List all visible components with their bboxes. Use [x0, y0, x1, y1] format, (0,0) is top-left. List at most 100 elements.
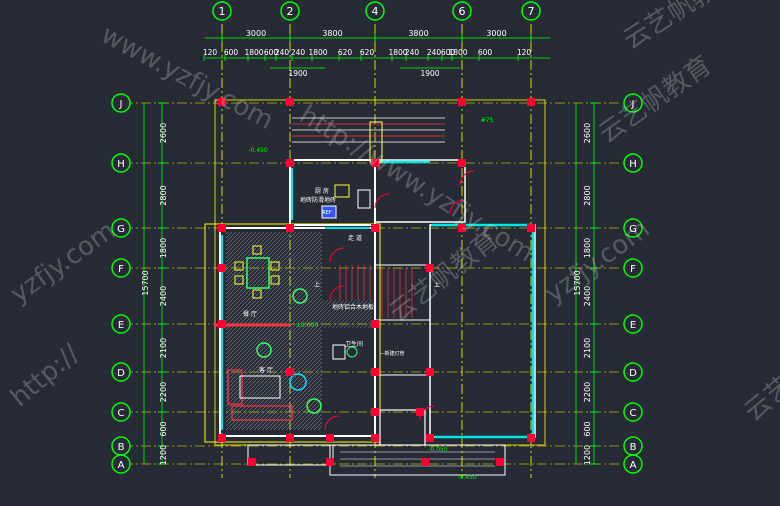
axis-label-right-H: H [629, 159, 637, 170]
label-stair-up: 上 [314, 281, 320, 289]
dim-row2-label-8: 620 [360, 48, 375, 57]
column-9 [218, 320, 226, 328]
axis-label-left-F: F [118, 264, 124, 275]
axis-label-left-C: C [118, 408, 125, 419]
dim-row2-label-1: 600 [224, 48, 239, 57]
column-24 [248, 458, 256, 466]
axis-label-right-E: E [630, 320, 636, 331]
label-corridor: 走 道 [348, 234, 362, 242]
dim-row2-label-4: 240 [275, 48, 290, 57]
dim-row2-label-3: 600 [264, 48, 279, 57]
axis-bubble-right-A [623, 454, 643, 474]
porch-left [247, 444, 334, 466]
door-swing-2 [449, 199, 465, 215]
axis-label-top-2: 2 [287, 5, 294, 18]
level-tag: #75 [481, 117, 494, 124]
level-bottom: -0.450 [457, 474, 477, 481]
axis-bubble-right-J [623, 93, 643, 113]
axis-label-right-F: F [630, 264, 636, 275]
dim-row2-label-5: 240 [291, 48, 306, 57]
column-18 [371, 408, 379, 416]
dim-row2-label-7: 620 [338, 48, 353, 57]
axis-label-left-D: D [117, 368, 125, 379]
dining-chair-3 [270, 275, 280, 285]
axis-bubble-left-F [111, 258, 131, 278]
column-1 [286, 159, 294, 167]
right-upper-room [374, 159, 466, 223]
plant-2 [256, 342, 272, 358]
column-27 [496, 458, 504, 466]
column-4 [218, 264, 226, 272]
sofa-left [227, 369, 243, 405]
axis-label-right-J: J [631, 99, 635, 110]
axis-bubble-right-E [623, 314, 643, 334]
dim-side-label-7: 1200 [159, 445, 168, 465]
entry-vestibule [379, 409, 426, 446]
dim-row2-label-13: 1800 [448, 48, 467, 57]
dim-side-label-2: 1800 [583, 238, 592, 258]
label-bath: 卫生间 [345, 340, 363, 348]
axis-label-left-B: B [118, 442, 125, 453]
right-mid-room [374, 264, 431, 321]
axis-bubble-left-C [111, 402, 131, 422]
dim-side-label-3: 2400 [583, 286, 592, 306]
dim-row3-label-0: 1900 [288, 69, 307, 78]
axis-bubble-top-4 [365, 1, 385, 21]
corridor-hatch [322, 300, 372, 328]
column-25 [326, 458, 334, 466]
column-6 [371, 224, 379, 232]
column-14 [326, 434, 334, 442]
door-swing-6 [324, 415, 340, 431]
label-dining: 餐 厅 [243, 310, 257, 318]
furniture-group [214, 184, 371, 421]
fridge-box [321, 205, 337, 219]
dim-side-label-4: 2100 [159, 338, 168, 358]
dining-chair-1 [234, 275, 244, 285]
axis-bubble-right-G [623, 218, 643, 238]
axis-bubble-top-2 [280, 1, 300, 21]
label-kitchen-floor: 地砖防滑地砖 [300, 196, 336, 204]
column-29 [426, 368, 434, 376]
dim-side-label-1: 2800 [159, 185, 168, 205]
column-30 [286, 368, 294, 376]
building-outline [204, 99, 546, 476]
dimension-lines [143, 34, 598, 465]
column-20 [286, 98, 294, 106]
axis-label-top-4: 4 [372, 5, 379, 18]
axis-label-right-D: D [629, 368, 637, 379]
dim-side-label-4: 2100 [583, 338, 592, 358]
level-top: -0.450 [248, 147, 268, 154]
axis-bubble-top-7 [521, 1, 541, 21]
column-13 [286, 434, 294, 442]
axis-bubble-top-6 [452, 1, 472, 21]
axis-label-right-C: C [630, 408, 637, 419]
axis-label-top-6: 6 [459, 5, 466, 18]
dim-row1-label-0: 3000 [246, 29, 266, 38]
axis-label-left-A: A [118, 460, 125, 471]
level-mid: ±0.000 [296, 322, 318, 329]
door-swing-4 [329, 285, 345, 301]
column-2 [371, 159, 379, 167]
column-8 [527, 224, 535, 232]
door-swing-5 [419, 405, 435, 421]
axis-label-right-B: B [630, 442, 637, 453]
floor-hatch [226, 232, 372, 430]
axis-label-left-H: H [117, 159, 125, 170]
coffee-table [239, 375, 281, 399]
label-note-right: —新建灯管 [379, 350, 404, 357]
plant-3 [306, 398, 322, 414]
dim-row1-label-1: 3800 [322, 29, 342, 38]
column-26 [421, 458, 429, 466]
dim-row2-label-15: 120 [517, 48, 532, 57]
column-5 [286, 224, 294, 232]
dim-total-label-1: 15700 [573, 270, 582, 295]
column-3 [458, 159, 466, 167]
axis-label-left-G: G [117, 224, 125, 235]
label-stair-up-2: 上 [434, 281, 440, 289]
right-wing-wall [429, 224, 536, 438]
door-swing-0 [374, 193, 390, 209]
axis-bubble-right-D [623, 362, 643, 382]
door-swing-1 [459, 170, 475, 186]
